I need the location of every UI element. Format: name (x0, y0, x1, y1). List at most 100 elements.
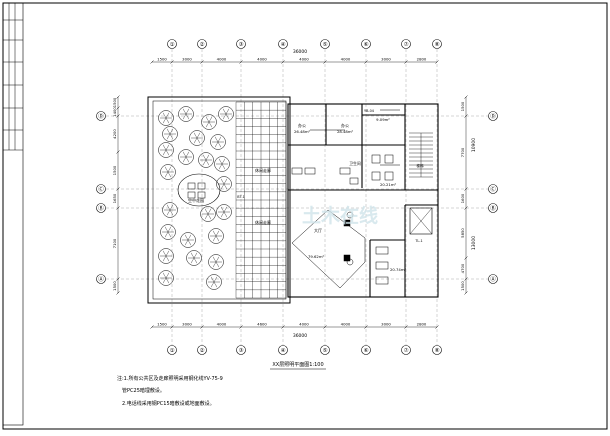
dimension-value: 2800 (417, 322, 427, 327)
tag-mid: BT-1 (237, 195, 244, 199)
axis-guide-lines (106, 49, 488, 345)
row-axis-bubble (96, 184, 106, 194)
tree-branch (185, 113, 190, 120)
column-axis-bubble (361, 39, 371, 49)
tree-symbol (200, 206, 216, 222)
column-axis-bubble (167, 345, 177, 355)
paving-grid (235, 101, 287, 299)
tag-right: TL-1 (414, 239, 422, 243)
tree-symbol (158, 142, 174, 158)
stair-treads (409, 132, 433, 178)
tree-branch (193, 137, 198, 144)
tree-symbol (210, 134, 226, 150)
dimension-value: 4000 (341, 322, 351, 327)
garden-label: 空中花园 (188, 197, 204, 203)
tree-branch (164, 226, 169, 233)
dimension-value: 4000 (217, 57, 227, 62)
tree-branch (165, 149, 170, 156)
column-axis-label: ⑧ (435, 42, 440, 48)
tree-branch (214, 141, 219, 148)
dimension-value: 3000 (182, 57, 192, 62)
dimension-tick (116, 95, 120, 99)
corridor-label-upper: 休闲走廊 (255, 167, 271, 173)
tree-branch (167, 226, 172, 233)
dimension-value: 3000 (381, 322, 391, 327)
tree-branch (165, 277, 170, 284)
tree-symbol (201, 114, 217, 130)
tree-branch (221, 158, 226, 165)
tree-branch (213, 276, 218, 283)
tree-branch (204, 208, 209, 215)
tree-branch (162, 277, 167, 284)
tree-branch (190, 252, 195, 259)
room-name-toilet: 卫生间 (349, 161, 361, 166)
tree-branch (169, 204, 174, 211)
dimension-total-right-lower: 13000 (471, 236, 477, 250)
tree-symbol (162, 126, 178, 142)
column-axis-label: ⑦ (404, 41, 409, 48)
tree-branch (182, 156, 187, 163)
column-axis-bubble (197, 39, 207, 49)
column-axis-label: ④ (281, 348, 286, 354)
elevator-shaft (409, 207, 433, 235)
dimension-value: 1500 (157, 322, 167, 327)
column-axis-bubble (320, 39, 330, 49)
dimension-value: 4000 (299, 322, 309, 327)
tree-branch (212, 261, 217, 268)
tree-branch (205, 154, 210, 161)
dimension-value: 3000 (381, 57, 391, 62)
dimension-value: 4000 (257, 57, 267, 62)
tree-symbol (216, 176, 232, 192)
column-axis-label: ⑦ (404, 347, 409, 354)
tree-symbol (214, 156, 230, 172)
column-axis-label: ⑤ (323, 42, 328, 48)
tree-branch (205, 159, 210, 166)
tree-branch (166, 133, 171, 140)
tree-branch (190, 257, 195, 264)
row-axis-label: Ⓒ (98, 185, 104, 193)
tree-branch (196, 132, 201, 139)
dimension-value: 1500 (112, 165, 117, 175)
tree-branch (215, 261, 220, 268)
column-axis-bubble (197, 345, 207, 355)
row-axis-label: Ⓑ (98, 204, 104, 212)
tree-branch (193, 132, 198, 139)
tree-branch (220, 178, 225, 185)
tree-branch (212, 235, 217, 242)
dimension-tick (150, 60, 154, 64)
building-walls (287, 103, 439, 298)
corridor-label-lower: 休闲走廊 (255, 219, 271, 225)
tree-branch (162, 255, 167, 262)
room-area-lower-right: 20.74m² (390, 267, 407, 272)
tree-branch (205, 121, 210, 128)
tree-branch (165, 250, 170, 257)
row-axis-bubble (488, 203, 498, 213)
room-name-hall: 大厅 (314, 227, 322, 233)
note-line-2: 管PC25暗埋敷设。 (122, 387, 165, 394)
drawing-title: XX层照明平面图1:100 (272, 362, 323, 368)
garden-trees (158, 106, 234, 290)
column-axis-bubble (401, 39, 411, 49)
tree-branch (164, 171, 169, 178)
tree-symbol (186, 250, 202, 266)
dimension-tick (150, 325, 154, 329)
column-axis-label: ⑥ (364, 42, 369, 48)
dimension-value: 7100 (112, 238, 117, 248)
tree-branch (165, 255, 170, 262)
tree-branch (193, 252, 198, 259)
row-axis-label: Ⓐ (490, 275, 496, 283)
row-axis-label: Ⓓ (490, 112, 496, 120)
tree-branch (166, 128, 171, 135)
tree-branch (223, 206, 228, 213)
tree-branch (162, 250, 167, 257)
tree-branch (165, 112, 170, 119)
tree-branch (215, 230, 220, 237)
column-axis-bubble (278, 39, 288, 49)
lighting-wiring (291, 109, 400, 289)
dimension-value: 7700 (460, 147, 465, 157)
tree-branch (182, 113, 187, 120)
garden-feature (177, 173, 221, 207)
column-axis-label: ⑥ (364, 348, 369, 354)
note-line-3: 2.电话线采用钢PC15暗敷设或地面敷设。 (122, 400, 215, 407)
